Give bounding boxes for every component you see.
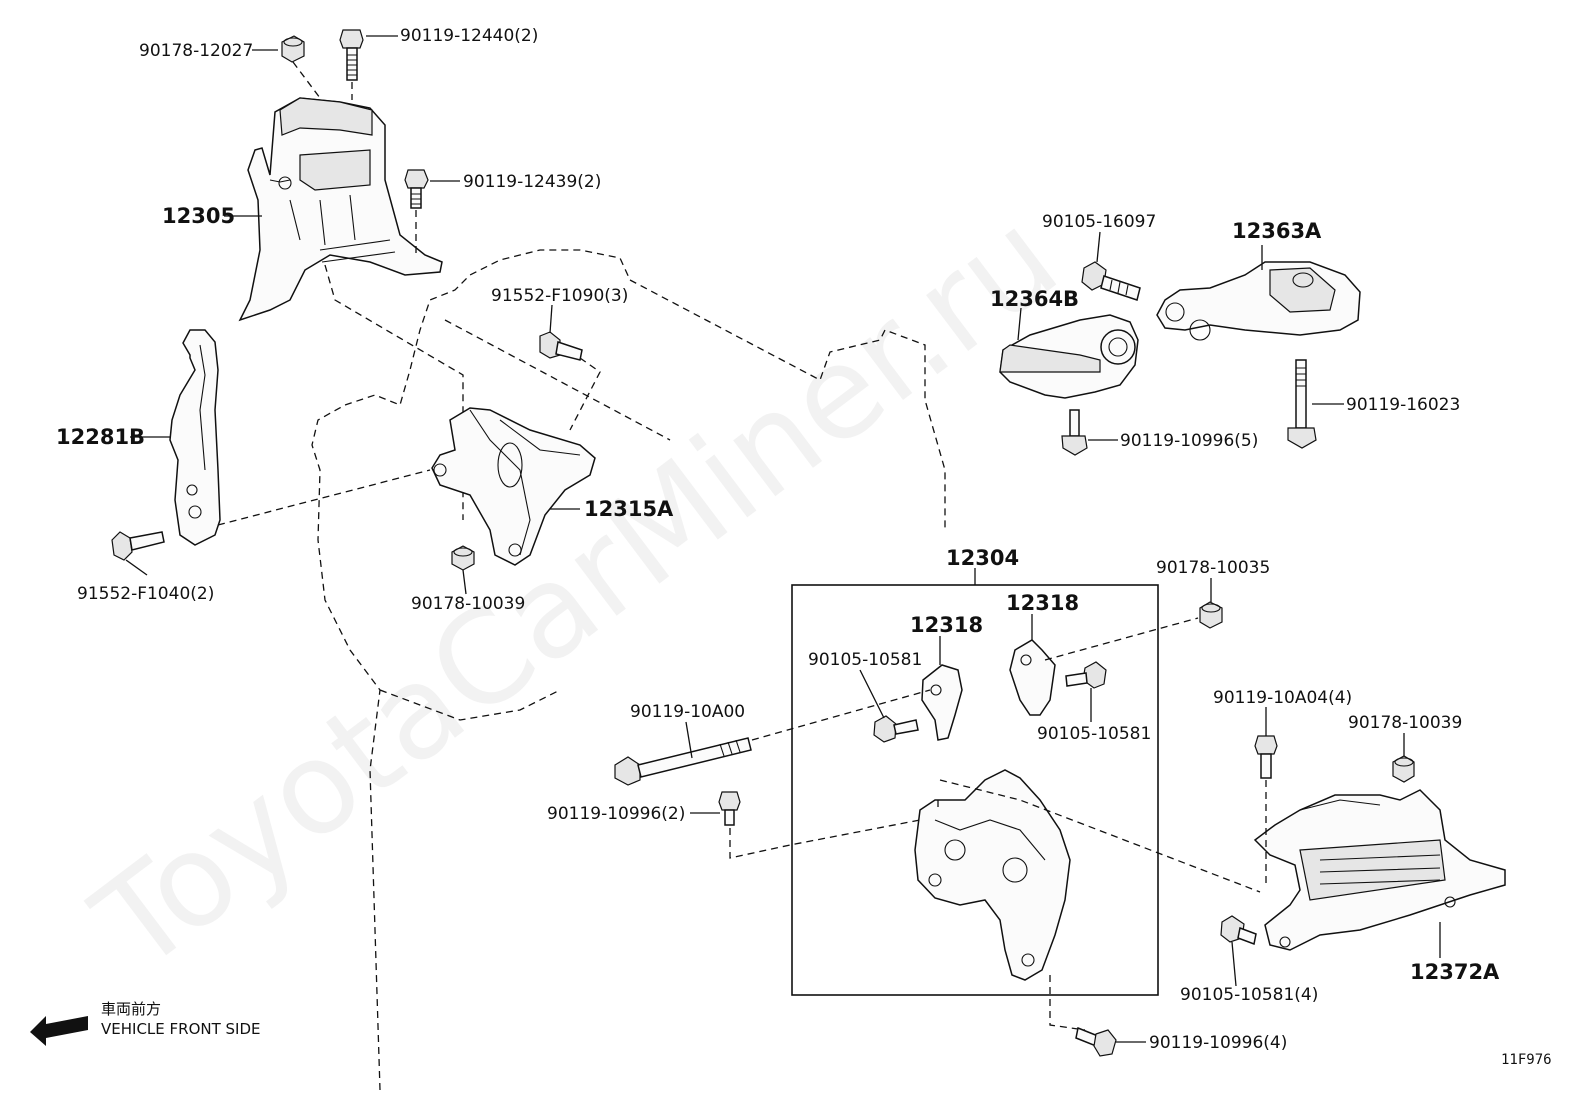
label-91552-f1040: 91552-F1040(2): [77, 584, 214, 604]
bolt-90119-12440-icon: [339, 29, 364, 81]
label-12372a: 12372A: [1410, 960, 1500, 984]
bolt-90105-16097-icon: [1081, 261, 1141, 301]
label-90178-10039-b: 90178-10039: [1348, 713, 1462, 733]
bolt-90119-16023-icon: [1287, 359, 1317, 449]
bolt-90105-10581-a-icon: [873, 715, 919, 743]
label-90119-10996-4: 90119-10996(4): [1149, 1033, 1287, 1053]
label-90119-10a00: 90119-10A00: [630, 702, 745, 722]
bolt-90105-10581-b-icon: [1065, 661, 1107, 689]
label-12315a: 12315A: [584, 497, 674, 521]
part-12315a-bracket: [431, 407, 596, 566]
part-12281b-bracket: [169, 329, 221, 546]
part-12318-bracket-right: [1009, 639, 1056, 716]
part-12372a-mount: [1253, 789, 1506, 951]
label-90178-12027: 90178-12027: [139, 41, 253, 61]
part-12363a-torque-rod: [1156, 261, 1361, 341]
label-90119-10a04: 90119-10A04(4): [1213, 688, 1352, 708]
bolt-91552-f1040-icon: [111, 531, 165, 561]
bolt-90119-10996-5-icon: [1061, 409, 1088, 456]
label-90105-10581-a: 90105-10581: [808, 650, 922, 670]
front-arrow-icon: [30, 1016, 88, 1046]
bolt-90119-10a04-icon: [1254, 735, 1278, 779]
label-90105-10581-4: 90105-10581(4): [1180, 985, 1318, 1005]
bolt-90119-10a00-icon: [614, 737, 752, 786]
label-12318-left: 12318: [910, 613, 983, 637]
part-12318-bracket-left: [921, 664, 963, 741]
vehicle-front-english: VEHICLE FRONT SIDE: [101, 1020, 261, 1038]
engine-outline: [311, 249, 946, 1091]
bolt-91552-f1090-icon: [539, 331, 583, 361]
label-12363a: 12363A: [1232, 219, 1322, 243]
nut-90178-10039-b-icon: [1392, 755, 1415, 783]
label-90105-16097: 90105-16097: [1042, 212, 1156, 232]
part-12364b-mount: [999, 314, 1139, 399]
nut-90178-10035-icon: [1199, 601, 1223, 629]
label-90178-10039-a: 90178-10039: [411, 594, 525, 614]
label-12305: 12305: [162, 204, 235, 228]
label-90119-10996-5: 90119-10996(5): [1120, 431, 1258, 451]
label-12281b: 12281B: [56, 425, 145, 449]
label-90105-10581-b: 90105-10581: [1037, 724, 1151, 744]
label-90119-16023: 90119-16023: [1346, 395, 1460, 415]
label-12318-right: 12318: [1006, 591, 1079, 615]
label-12364b: 12364B: [990, 287, 1079, 311]
label-12304: 12304: [946, 546, 1019, 570]
vehicle-front-japanese: 車両前方: [101, 1000, 161, 1018]
label-90119-12439: 90119-12439(2): [463, 172, 601, 192]
part-12304-bracket: [914, 769, 1071, 981]
bolt-90105-10581-4-icon: [1220, 915, 1257, 946]
part-labels: 90178-12027 90119-12440(2) 90119-12439(2…: [56, 26, 1500, 1053]
label-90119-10996-2: 90119-10996(2): [547, 804, 685, 824]
bolt-90119-12439-icon: [404, 169, 429, 209]
vehicle-front-indicator: 車両前方 VEHICLE FRONT SIDE: [30, 1000, 261, 1046]
illustration-code: 11F976: [1501, 1052, 1552, 1068]
leader-lines: [125, 35, 1441, 1043]
nut-90178-12027-icon: [281, 35, 305, 63]
bolt-90119-10996-4-icon: [1075, 1026, 1117, 1057]
label-91552-f1090: 91552-F1090(3): [491, 286, 628, 306]
nut-90178-10039-icon: [451, 545, 475, 571]
part-12305-engine-mount: [238, 97, 443, 322]
bolt-90119-10996-2-icon: [718, 791, 741, 826]
label-90119-12440: 90119-12440(2): [400, 26, 538, 46]
label-90178-10035: 90178-10035: [1156, 558, 1270, 578]
